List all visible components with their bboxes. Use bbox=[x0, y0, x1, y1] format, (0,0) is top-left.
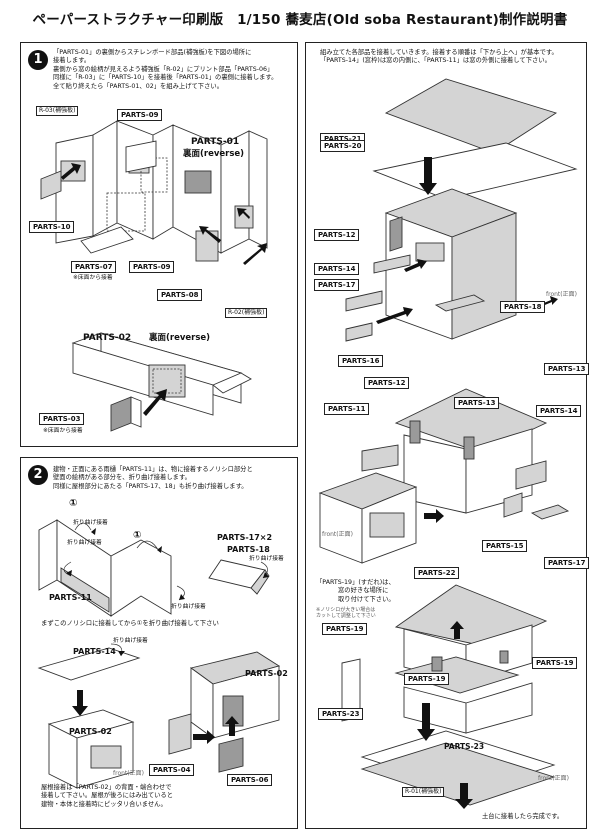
fold-label-2: 折り曲げ接着 bbox=[67, 540, 102, 546]
label-parts-07: PARTS-07 bbox=[71, 261, 117, 273]
label-parts-02: PARTS-02 bbox=[83, 333, 132, 343]
step1-number: 1 bbox=[28, 50, 48, 70]
label-parts-06: PARTS-06 bbox=[227, 774, 273, 786]
label-parts-23-a: PARTS-23 bbox=[318, 708, 364, 720]
label-parts-11: PARTS-11 bbox=[49, 593, 92, 602]
label-parts-02-reverse: 裏面(reverse) bbox=[149, 333, 211, 343]
label-parts-01: PARTS-01 bbox=[191, 137, 240, 147]
label-parts-14: PARTS-14 bbox=[73, 647, 116, 656]
label-parts-17-b: PARTS-17 bbox=[544, 557, 590, 569]
label-parts-13-b: PARTS-13 bbox=[454, 397, 500, 409]
label-parts-02-left: PARTS-02 bbox=[69, 727, 112, 736]
fold-label-1: 折り曲げ接着 bbox=[73, 520, 108, 526]
label-parts-18: PARTS-18 bbox=[227, 545, 270, 554]
front-label-c: front(正面) bbox=[538, 775, 569, 782]
fold-label-5: 折り曲げ接着 bbox=[113, 638, 148, 644]
parts19-note: 「PARTS-19」(すだれ)は、 窓の好きな場所に 取り付けて下さい。 bbox=[316, 579, 395, 603]
label-parts-12-a: PARTS-12 bbox=[314, 229, 360, 241]
label-parts-10: PARTS-10 bbox=[29, 221, 75, 233]
floor-note-1: ※床面から接着 bbox=[73, 275, 113, 281]
roof-note: 屋根接着は「PARTS-02」の背面・端合わせで 接着して下さい。屋根が後ろには… bbox=[41, 784, 174, 808]
label-r02: R-02(補強板) bbox=[225, 308, 268, 318]
page-title: ペーパーストラクチャー印刷版 1/150 蕎麦店(Old soba Restau… bbox=[32, 12, 568, 28]
label-parts-19-a: PARTS-19 bbox=[322, 623, 368, 635]
step2-panel: 2 建物・正面にある雨樋「PARTS-11」は、物に接着するノリシロ部分と 壁面… bbox=[20, 457, 298, 829]
label-parts-08: PARTS-08 bbox=[157, 289, 203, 301]
label-parts-18-a: PARTS-18 bbox=[500, 301, 546, 313]
step1-panel: 1 「PARTS-01」の裏側からスチレンボード部品(補強板)を下図の場所に 接… bbox=[20, 42, 298, 447]
step2-caption: まずこのノリシロに接着してから①を折り曲げ接着して下さい bbox=[41, 619, 219, 627]
parts19-small-note: ※ノリシロが大きい場合は カットして調整して下さい bbox=[316, 607, 376, 619]
step3-panel: 組み立てた各部品を接着していきます。接着する順番は「下から上へ」が基本です。 「… bbox=[305, 42, 590, 829]
label-parts-14-b: PARTS-14 bbox=[536, 405, 582, 417]
label-r03: R-03(補強板) bbox=[36, 106, 79, 116]
label-parts-02-right: PARTS-02 bbox=[245, 669, 288, 678]
label-parts-16: PARTS-16 bbox=[338, 355, 384, 367]
label-parts-17x2: PARTS-17×2 bbox=[217, 533, 273, 542]
label-parts-03: PARTS-03 bbox=[39, 413, 85, 425]
front-label-b: front(正面) bbox=[322, 531, 353, 538]
label-parts-19-c: PARTS-19 bbox=[532, 657, 578, 669]
label-parts-12-b: PARTS-12 bbox=[364, 377, 410, 389]
label-parts-09-bottom: PARTS-09 bbox=[129, 261, 175, 273]
label-parts-15: PARTS-15 bbox=[482, 540, 528, 552]
step3-illustration bbox=[318, 78, 578, 809]
label-parts-01-reverse: 裏面(reverse) bbox=[183, 149, 245, 159]
label-parts-17-a: PARTS-17 bbox=[314, 279, 360, 291]
label-parts-09-top: PARTS-09 bbox=[117, 109, 163, 121]
label-parts-14-a: PARTS-14 bbox=[314, 263, 360, 275]
front-label-step2: front(正面) bbox=[113, 770, 144, 777]
label-parts-19-b: PARTS-19 bbox=[404, 673, 450, 685]
step3-note: 組み立てた各部品を接着していきます。接着する順番は「下から上へ」が基本です。 「… bbox=[320, 49, 558, 65]
label-parts-23-b: PARTS-23 bbox=[444, 742, 485, 751]
front-label-a: front(正面) bbox=[546, 291, 577, 298]
label-parts-20: PARTS-20 bbox=[320, 140, 366, 152]
label-parts-11: PARTS-11 bbox=[324, 403, 370, 415]
step2-note: 建物・正面にある雨樋「PARTS-11」は、物に接着するノリシロ部分と 壁面の絵… bbox=[53, 466, 253, 490]
step2-circle-1b: ① bbox=[133, 530, 142, 541]
step2-number: 2 bbox=[28, 465, 48, 485]
step1-note: 「PARTS-01」の裏側からスチレンボード部品(補強板)を下図の場所に 接着し… bbox=[53, 49, 278, 90]
fold-label-3: 折り曲げ接着 bbox=[171, 604, 206, 610]
label-parts-04: PARTS-04 bbox=[149, 764, 195, 776]
fold-label-4: 折り曲げ接着 bbox=[249, 556, 284, 562]
finish-note: 土台に接着したら完成です。 bbox=[482, 813, 564, 820]
step2-circle-1a: ① bbox=[69, 498, 78, 509]
floor-note-2: ※床面から接着 bbox=[43, 428, 83, 434]
step1-illustration bbox=[40, 120, 268, 432]
label-parts-22: PARTS-22 bbox=[414, 567, 460, 579]
step2-illustration bbox=[37, 519, 281, 789]
label-r01: R-01(補強板) bbox=[402, 787, 445, 797]
label-parts-13-a: PARTS-13 bbox=[544, 363, 590, 375]
